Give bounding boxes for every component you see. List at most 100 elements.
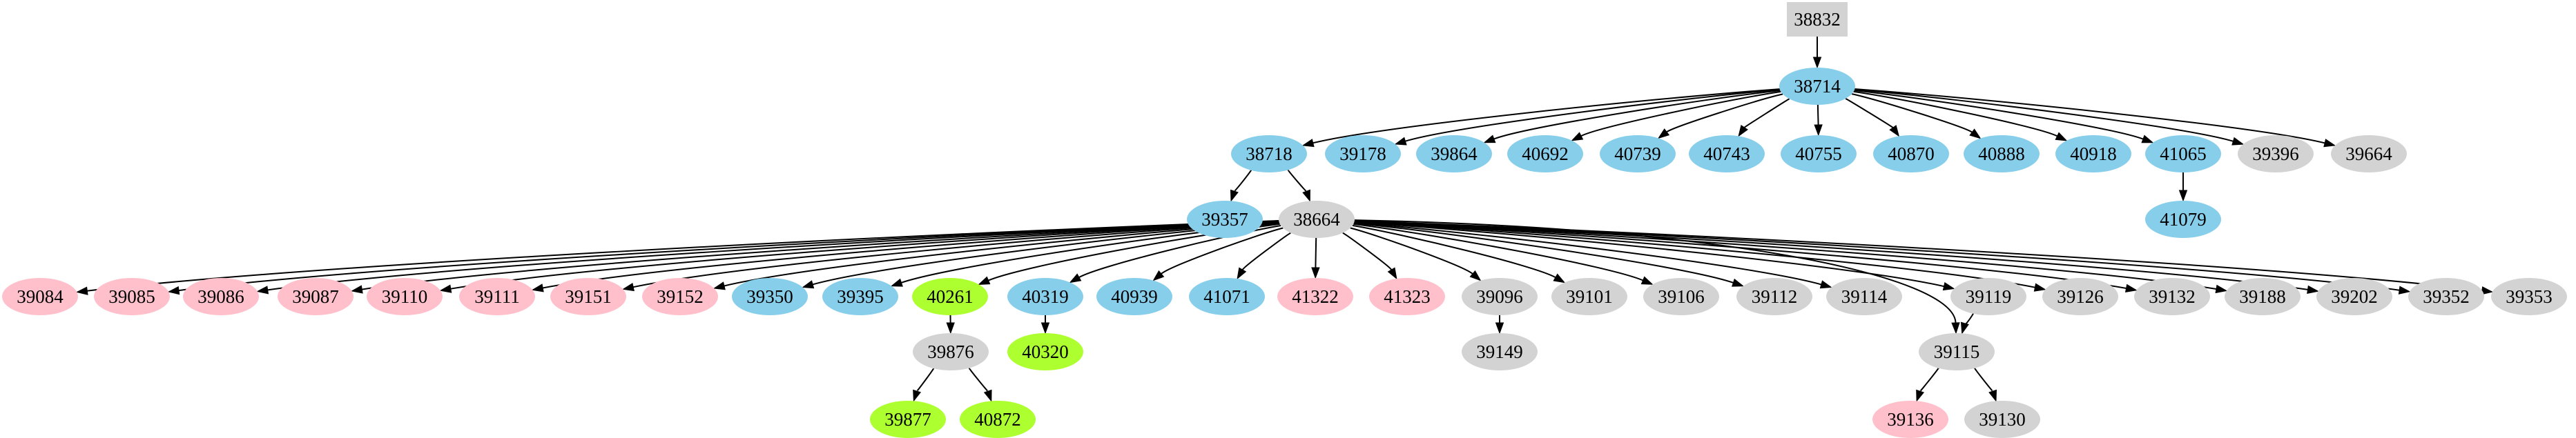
node-39132: 39132 xyxy=(2134,278,2210,315)
node-shape-40939 xyxy=(1096,278,1172,315)
node-40692: 40692 xyxy=(1507,135,1583,172)
node-shape-39202 xyxy=(2316,278,2392,315)
node-39096: 39096 xyxy=(1462,278,1538,315)
edge-38714-39664 xyxy=(1854,88,2336,148)
node-label-39178: 39178 xyxy=(1339,143,1386,164)
edge-41065-41079 xyxy=(2178,170,2188,202)
node-39106: 39106 xyxy=(1643,278,1719,315)
node-39110: 39110 xyxy=(367,278,443,315)
node-shape-39152 xyxy=(642,278,718,315)
node-shape-39101 xyxy=(1551,278,1627,315)
node-shape-38718 xyxy=(1231,135,1307,172)
node-shape-41079 xyxy=(2145,201,2221,238)
node-label-40692: 40692 xyxy=(1522,143,1569,164)
node-39126: 39126 xyxy=(2042,278,2118,315)
node-label-41071: 41071 xyxy=(1203,286,1250,307)
node-shape-39112 xyxy=(1736,278,1812,315)
node-38714: 38714 xyxy=(1779,68,1855,105)
node-label-39084: 39084 xyxy=(17,286,64,307)
node-shape-39087 xyxy=(278,278,354,315)
node-label-39357: 39357 xyxy=(1201,209,1248,230)
node-38832: 38832 xyxy=(1787,2,1848,37)
node-shape-39876 xyxy=(913,333,989,370)
node-shape-39084 xyxy=(2,278,78,315)
node-label-38832: 38832 xyxy=(1794,9,1841,30)
node-shape-39096 xyxy=(1462,278,1538,315)
node-39114: 39114 xyxy=(1826,278,1902,315)
node-39864: 39864 xyxy=(1416,135,1492,172)
node-shape-40320 xyxy=(1007,333,1083,370)
edge-39115-39130 xyxy=(1974,367,1997,402)
node-39395: 39395 xyxy=(822,278,898,315)
edge-38714-41065 xyxy=(1854,90,2154,143)
edge-39119-39115 xyxy=(1960,312,1975,335)
edge-40319-40320 xyxy=(1040,312,1050,335)
edge-38664-39106 xyxy=(1353,223,1654,285)
node-39357: 39357 xyxy=(1187,201,1263,238)
node-shape-39136 xyxy=(1872,401,1948,438)
node-shape-40870 xyxy=(1873,135,1949,172)
node-shape-39353 xyxy=(2491,278,2567,315)
node-shape-41323 xyxy=(1369,278,1445,315)
edge-38664-40939 xyxy=(1152,227,1284,281)
node-label-39395: 39395 xyxy=(837,286,884,307)
node-label-40261: 40261 xyxy=(927,286,974,307)
node-shape-40872 xyxy=(960,401,1036,438)
node-40755: 40755 xyxy=(1781,135,1857,172)
edge-38664-39151 xyxy=(622,221,1279,292)
node-label-39126: 39126 xyxy=(2057,286,2104,307)
node-label-40739: 40739 xyxy=(1614,143,1661,164)
node-38718: 38718 xyxy=(1231,135,1307,172)
node-41071: 41071 xyxy=(1189,278,1265,315)
node-label-38718: 38718 xyxy=(1246,143,1292,164)
node-38664: 38664 xyxy=(1279,201,1355,238)
node-shape-39130 xyxy=(1964,401,2040,438)
edge-38664-39101 xyxy=(1352,224,1566,283)
node-label-39085: 39085 xyxy=(108,286,155,307)
node-shape-41065 xyxy=(2145,135,2221,172)
node-shape-40319 xyxy=(1007,278,1083,315)
node-39152: 39152 xyxy=(642,278,718,315)
node-label-39352: 39352 xyxy=(2423,286,2470,307)
node-shape-39352 xyxy=(2408,278,2484,315)
node-label-39136: 39136 xyxy=(1887,409,1934,430)
edge-38664-39087 xyxy=(351,220,1279,294)
node-39101: 39101 xyxy=(1551,278,1627,315)
node-39111: 39111 xyxy=(459,278,535,315)
edge-40261-39876 xyxy=(946,312,955,335)
node-label-41065: 41065 xyxy=(2160,143,2207,164)
edge-38664-41322 xyxy=(1311,237,1320,279)
edge-38714-40692 xyxy=(1571,90,1781,141)
node-39084: 39084 xyxy=(2,278,78,315)
edge-38714-40870 xyxy=(1845,97,1900,137)
node-39085: 39085 xyxy=(94,278,170,315)
node-label-39130: 39130 xyxy=(1979,409,2026,430)
node-label-39086: 39086 xyxy=(197,286,244,307)
node-shape-39114 xyxy=(1826,278,1902,315)
node-shape-39110 xyxy=(367,278,443,315)
node-shape-39126 xyxy=(2042,278,2118,315)
node-shape-39115 xyxy=(1919,333,1995,370)
node-label-39132: 39132 xyxy=(2149,286,2196,307)
node-label-39087: 39087 xyxy=(292,286,339,307)
edge-38664-39119 xyxy=(1354,221,1955,291)
node-39877: 39877 xyxy=(870,401,946,438)
node-39202: 39202 xyxy=(2316,278,2392,315)
node-40320: 40320 xyxy=(1007,333,1083,370)
edge-38714-40888 xyxy=(1851,93,1982,139)
node-label-40872: 40872 xyxy=(974,409,1021,430)
edge-38664-41071 xyxy=(1237,232,1291,280)
node-label-39110: 39110 xyxy=(382,286,428,307)
edge-38718-38664 xyxy=(1287,169,1310,202)
node-shape-39149 xyxy=(1462,333,1538,370)
node-39130: 39130 xyxy=(1964,401,2040,438)
node-40261: 40261 xyxy=(912,278,988,315)
node-shape-40261 xyxy=(912,278,988,315)
node-shape-41071 xyxy=(1189,278,1265,315)
node-label-41322: 41322 xyxy=(1292,286,1339,307)
edge-38664-39114 xyxy=(1354,221,1832,289)
node-label-39350: 39350 xyxy=(746,286,793,307)
node-label-39114: 39114 xyxy=(1841,286,1888,307)
